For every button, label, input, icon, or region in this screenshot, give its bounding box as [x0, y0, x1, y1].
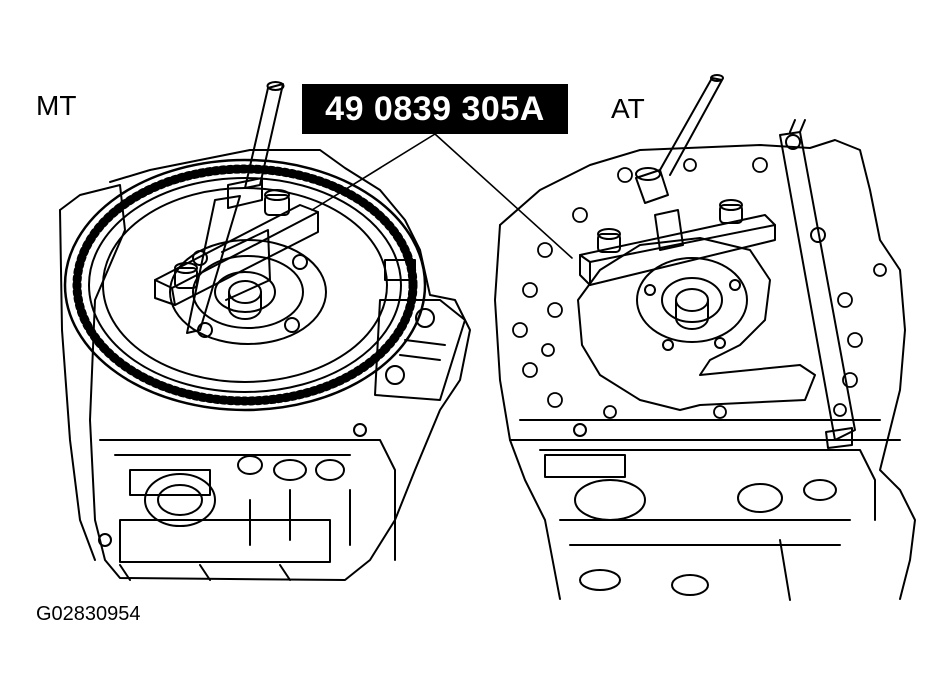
callout-leaders [311, 133, 573, 259]
part-number-callout: 49 0839 305A [302, 84, 568, 134]
at-drive-plate [577, 237, 816, 411]
mt-label: MT [36, 90, 77, 121]
at-engine-block [494, 139, 916, 601]
at-label: AT [611, 93, 645, 124]
mt-engine-block [59, 149, 471, 581]
figure-id: G02830954 [36, 603, 141, 625]
at-holding-tool [579, 74, 856, 449]
mt-flywheel [63, 158, 427, 412]
at-block-bolts [512, 157, 887, 419]
mt-holding-tool [154, 81, 466, 401]
part-number-text: 49 0839 305A [325, 89, 545, 128]
